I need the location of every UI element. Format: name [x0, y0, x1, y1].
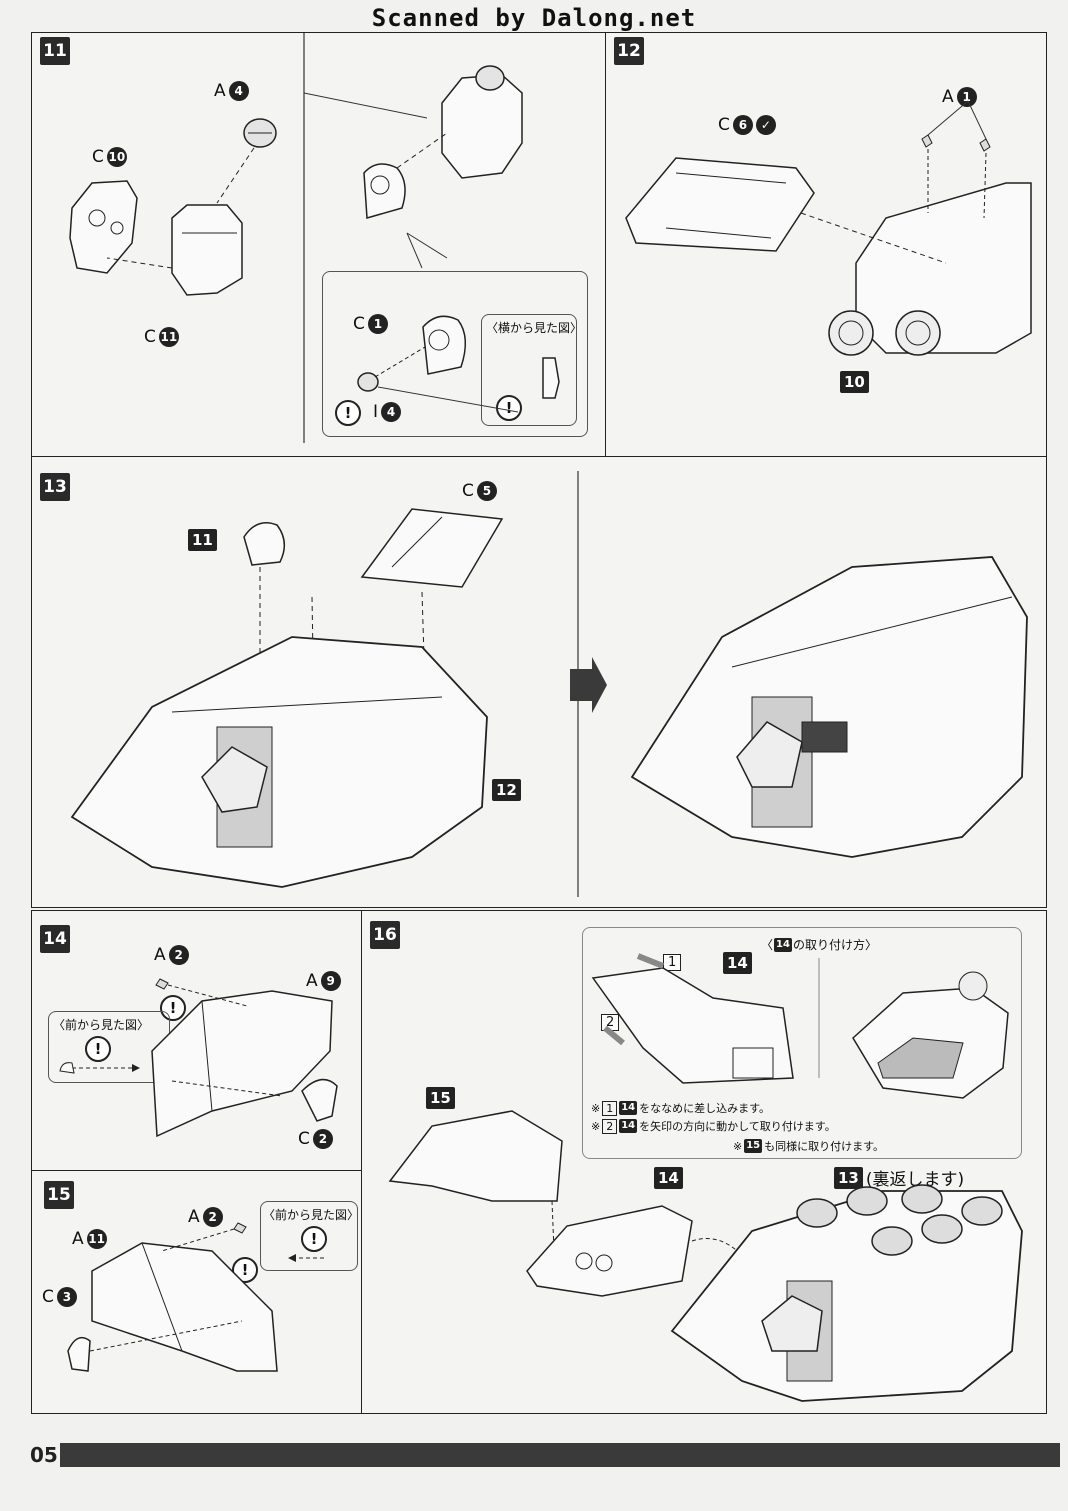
page-number: 05	[30, 1443, 58, 1467]
step-number: 11	[40, 37, 70, 65]
footer-bar	[60, 1443, 1060, 1467]
part-14-label: 14	[654, 1167, 683, 1189]
scan-credit: Scanned by Dalong.net	[371, 4, 697, 32]
glue-icon: ✓	[755, 115, 776, 135]
front-view-label: 〈前から見た図〉	[263, 1208, 360, 1222]
front-view-label: 〈前から見た図〉	[53, 1018, 150, 1032]
step-number: 14	[40, 925, 70, 953]
caution-icon: !	[335, 400, 361, 426]
step-number: 13	[40, 473, 70, 501]
front-view-box: 〈前から見た図〉 !	[48, 1011, 170, 1083]
step-15-drawing	[67, 1222, 327, 1372]
step-12-drawing	[625, 100, 1032, 356]
step-number: 12	[614, 37, 644, 65]
step-13-flip-label: 13(裏返します)	[834, 1165, 964, 1190]
step-16-drawing	[388, 1110, 1023, 1402]
callout-14: 14	[723, 952, 752, 974]
how-to-attach-title: 〈 14 の取り付け方〉	[761, 937, 877, 952]
callout-2: 2	[601, 1014, 620, 1031]
step-13-drawing	[70, 471, 1028, 897]
side-view-box: 〈横から見た図〉 !	[481, 314, 582, 426]
page-footer: 05	[0, 1437, 1068, 1477]
callout-1: 1	[663, 954, 682, 971]
note-1: ※ 1 14 をななめに差し込みます。	[591, 1100, 771, 1116]
front-view-box: 〈前から見た図〉 !	[260, 1201, 360, 1271]
caution-icon: !	[85, 1036, 111, 1062]
note-3: ※ 15 も同様に取り付けます。	[733, 1139, 885, 1153]
side-view-label: 〈横から見た図〉	[486, 321, 583, 335]
step-16-panel: 16 〈 14 の取り付け方〉 14 1 2 ※ 1 14 をななめに差し込みま…	[361, 910, 1047, 1414]
ref-step-11: 11	[188, 529, 217, 551]
step-number: 15	[44, 1181, 74, 1209]
ref-step-10: 10	[840, 371, 869, 393]
ref-step-12: 12	[492, 779, 521, 801]
note-2: ※ 2 14 を矢印の方向に動かして取り付けます。	[591, 1118, 836, 1134]
caution-icon: !	[301, 1226, 327, 1252]
part-15-label: 15	[426, 1087, 455, 1109]
step-11-drawing	[69, 33, 523, 443]
step-14-drawing	[59, 978, 338, 1138]
how-to-attach-box: 〈 14 の取り付け方〉 14 1 2 ※ 1 14 をななめに差し込みます。 …	[582, 927, 1022, 1159]
step-number: 16	[370, 921, 400, 949]
